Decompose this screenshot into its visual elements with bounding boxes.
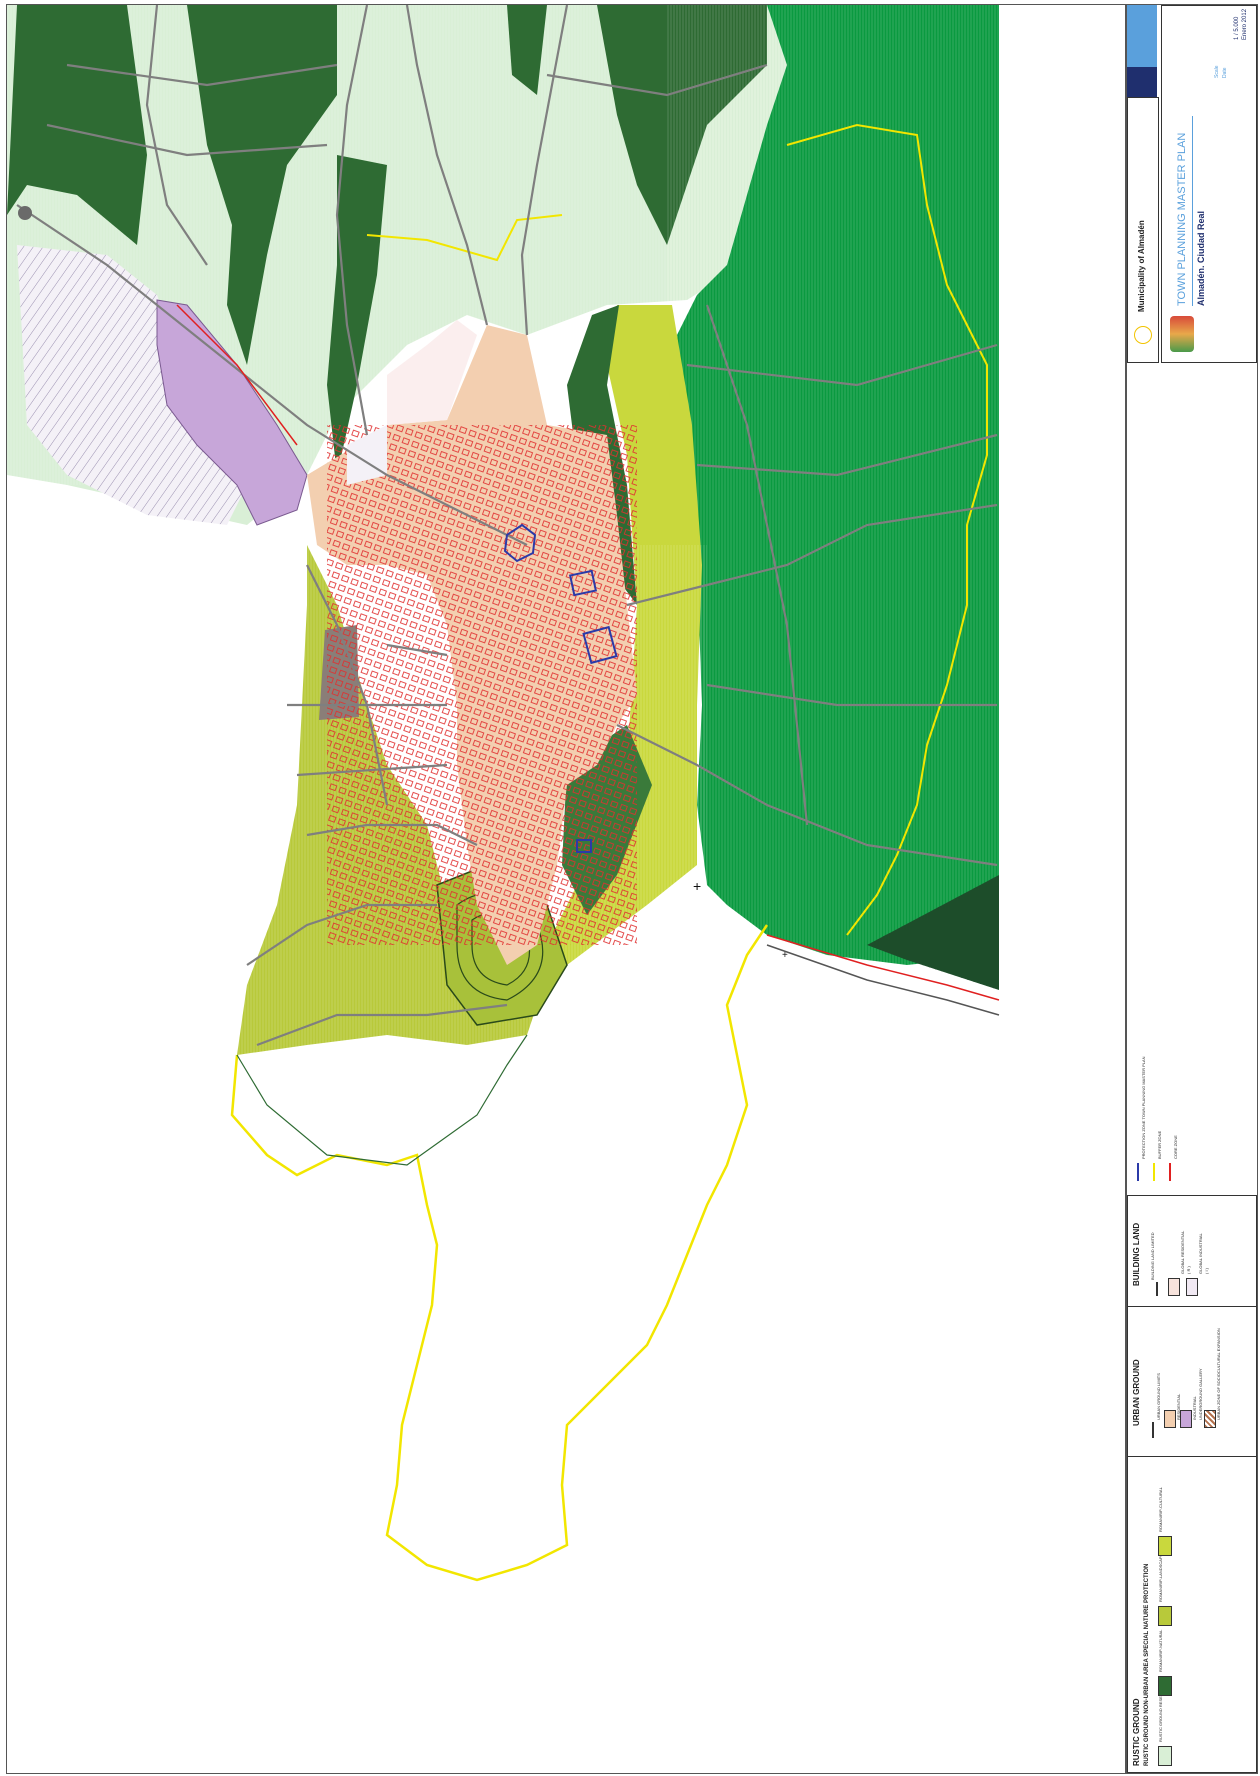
legend-heading-rustic: RUSTIC GROUND <box>1132 1698 1141 1766</box>
road-network <box>16 5 998 1047</box>
map-node-marker <box>18 206 32 220</box>
legend-swatch-reserve <box>1158 1746 1172 1766</box>
legend-swatch-cultural <box>1158 1536 1172 1556</box>
forest-strip-2 <box>187 5 337 365</box>
buffer-zone-south-outline <box>230 924 769 1582</box>
legend-label-buffer: BUFFER ZONE <box>1157 1130 1162 1159</box>
legend-subheading-rustic: RUSTIC GROUND NON-URBAN AREA SPECIAL NAT… <box>1144 1563 1150 1766</box>
map-area[interactable]: + + <box>6 4 1126 1774</box>
legend-label-reserve: RUSTIC GROUND RESERVE <box>1158 1688 1163 1742</box>
legend-label-industrial: INDUSTRIAL <box>1192 1396 1197 1420</box>
legend-label-global-ind: GLOBAL INDUSTRIAL <box>1198 1233 1203 1274</box>
legend-line-urban-limits <box>1152 1422 1154 1438</box>
title-block: TOWN PLANNING MASTER PLAN Almadén. Ciuda… <box>1161 5 1257 363</box>
legend-swatch-industrial <box>1180 1410 1192 1428</box>
legend-line-protection <box>1137 1163 1139 1181</box>
legend-swatch-natural <box>1158 1676 1172 1696</box>
legend-heading-urban: URBAN GROUND <box>1132 1359 1141 1426</box>
legend-label-core: CORE ZONE <box>1173 1135 1178 1159</box>
legend-line-core <box>1169 1163 1171 1181</box>
legend-label-expansion: URBAN ZONE OF SOCIOCULTURAL EXPANSION <box>1216 1328 1221 1420</box>
legend-label-urban-limits: URBAN GROUND LIMITS <box>1156 1373 1161 1420</box>
municipality-name: Municipality of Almadén <box>1137 220 1146 312</box>
legend-label-protection: PROTECTION ZONE TOWN PLANNING MASTER PLA… <box>1141 1056 1146 1159</box>
legend-label-natural: ROMAN/RIP-NATURAL <box>1158 1629 1163 1672</box>
scale-label: Scale <box>1214 65 1220 78</box>
compass-icon <box>1134 326 1152 344</box>
plan-location: Almadén. Ciudad Real <box>1196 210 1206 306</box>
plan-title: TOWN PLANNING MASTER PLAN <box>1176 132 1188 306</box>
legend-swatch-expansion <box>1204 1410 1216 1428</box>
legend-code-global-ind: ( I ) <box>1204 1268 1209 1274</box>
map-canvas[interactable]: + + <box>7 5 1125 1773</box>
legend-heading-building: BUILDING LAND <box>1132 1222 1141 1286</box>
legend-swatch-global-ind <box>1186 1278 1198 1296</box>
legend-box: BUILDING LAND BUILDING LAND LIMITED GLOB… <box>1127 1195 1257 1773</box>
date-value: Enero 2012 <box>1242 8 1248 40</box>
protection-legend: PROTECTION ZONE TOWN PLANNING MASTER PLA… <box>1127 1005 1257 1185</box>
buffer-zone-north-outline <box>366 214 563 262</box>
svg-text:+: + <box>782 950 788 961</box>
forest-strip-west <box>7 5 147 245</box>
legend-swatch-global-res <box>1168 1278 1180 1296</box>
header-color-strip <box>1127 5 1157 97</box>
legend-label-building-limited: BUILDING LAND LIMITED <box>1150 1232 1155 1280</box>
core-zone-road <box>176 304 298 446</box>
railway-line <box>766 934 1000 1001</box>
industrial-zone[interactable] <box>156 299 308 526</box>
legend-swatch-landscape <box>1158 1606 1172 1626</box>
title-legend-panel: Municipality of Almadén TOWN PLANNING MA… <box>1126 4 1258 1774</box>
legend-label-cultural: ROMAN/RIP-CULTURAL <box>1158 1487 1163 1532</box>
urban-expansion-hatched <box>387 320 477 425</box>
scale-value: 1 / 5.000 <box>1234 16 1240 40</box>
core-zone-block-1[interactable] <box>568 569 598 597</box>
legend-label-global-res: GLOBAL RESIDENTIAL <box>1180 1230 1185 1274</box>
core-zone-block-3[interactable] <box>576 839 592 853</box>
legend-divider-1 <box>1128 1306 1256 1307</box>
legend-line-building-limited <box>1156 1282 1158 1296</box>
core-zone-block-2[interactable] <box>582 625 618 665</box>
title-underline <box>1192 116 1193 306</box>
buffer-zone-east-outline <box>786 123 988 936</box>
green-outline-south <box>236 1034 528 1166</box>
municipality-logo-icon <box>1170 316 1194 352</box>
forest-strip-5 <box>507 5 547 95</box>
legend-label-landscape: ROMAN/RIP-LANDSCAPE <box>1158 1553 1163 1602</box>
municipality-box: Municipality of Almadén <box>1127 97 1159 363</box>
core-zone-plaza[interactable] <box>503 523 537 563</box>
legend-divider-2 <box>1128 1456 1256 1457</box>
legend-swatch-residential <box>1164 1410 1176 1428</box>
legend-line-buffer <box>1153 1163 1155 1181</box>
date-label: Date <box>1222 67 1228 78</box>
legend-code-global-res: ( R ) <box>1186 1266 1191 1274</box>
svg-text:+: + <box>693 878 701 894</box>
legend-label-underground: UNDERGROUND GALLERY <box>1198 1368 1203 1421</box>
